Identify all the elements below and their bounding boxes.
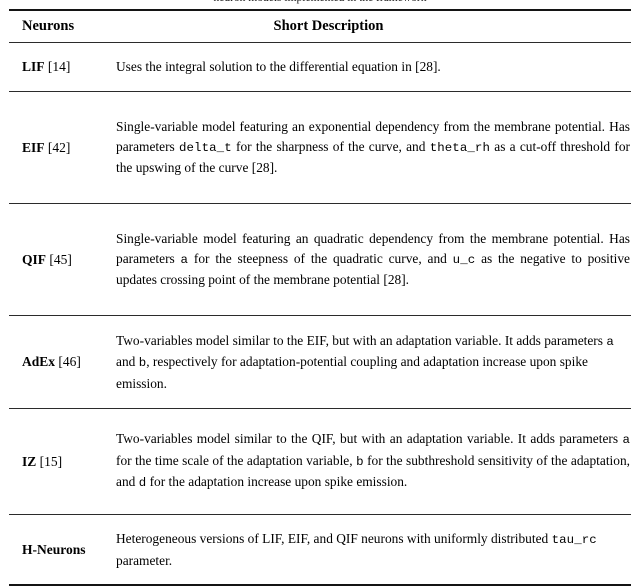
neuron-description-cell: Two-variables model similar to the QIF, … [110,409,631,515]
parameter-code: delta_t [179,141,232,155]
neuron-reference: [15] [36,454,62,469]
neuron-reference: [45] [46,252,72,267]
parameter-code: a [622,433,630,447]
parameter-code: a [606,335,614,349]
parameter-code: tau_rc [552,533,597,547]
neuron-description-cell: Heterogeneous versions of LIF, EIF, and … [110,515,631,586]
neuron-abbreviation: QIF [22,252,46,267]
neuron-name-cell: AdEx [46] [9,316,110,409]
neuron-reference: [14] [45,59,71,74]
parameter-code: b [356,455,364,469]
neuron-abbreviation: EIF [22,140,45,155]
table-row: IZ [15]Two-variables model similar to th… [9,409,631,515]
table-row: LIF [14]Uses the integral solution to th… [9,43,631,92]
neuron-models-table: Neurons Short Description LIF [14]Uses t… [9,9,631,586]
neuron-abbreviation: IZ [22,454,36,469]
neuron-reference: [46] [55,354,81,369]
neuron-name-cell: LIF [14] [9,43,110,92]
neuron-description-cell: Uses the integral solution to the differ… [110,43,631,92]
table-row: AdEx [46]Two-variables model similar to … [9,316,631,409]
table-header: Neurons Short Description [9,10,631,43]
header-label-description: Short Description [110,11,631,42]
header-cell-description: Short Description [110,10,631,43]
neuron-name-cell: EIF [42] [9,92,110,204]
header-row: Neurons Short Description [9,10,631,43]
parameter-code: d [139,476,147,490]
neuron-name-cell: IZ [15] [9,409,110,515]
table-row: QIF [45]Single-variable model featuring … [9,204,631,316]
neuron-description-cell: Single-variable model featuring an quadr… [110,204,631,316]
parameter-code: u_c [453,253,476,267]
neuron-description-cell: Single-variable model featuring an expon… [110,92,631,204]
neuron-name-cell: QIF [45] [9,204,110,316]
header-cell-neurons: Neurons [9,10,110,43]
neuron-description-cell: Two-variables model similar to the EIF, … [110,316,631,409]
table-body: LIF [14]Uses the integral solution to th… [9,43,631,586]
table-row: H-Neurons Heterogeneous versions of LIF, … [9,515,631,586]
parameter-code: b [139,356,147,370]
neuron-name-cell: H-Neurons [9,515,110,586]
table-row: EIF [42]Single-variable model featuring … [9,92,631,204]
neuron-abbreviation: AdEx [22,354,55,369]
header-label-neurons: Neurons [9,11,110,42]
neuron-reference: [42] [45,140,71,155]
parameter-code: a [181,253,189,267]
parameter-code: theta_rh [430,141,490,155]
neuron-abbreviation: LIF [22,59,45,74]
neuron-abbreviation: H-Neurons [22,542,86,557]
